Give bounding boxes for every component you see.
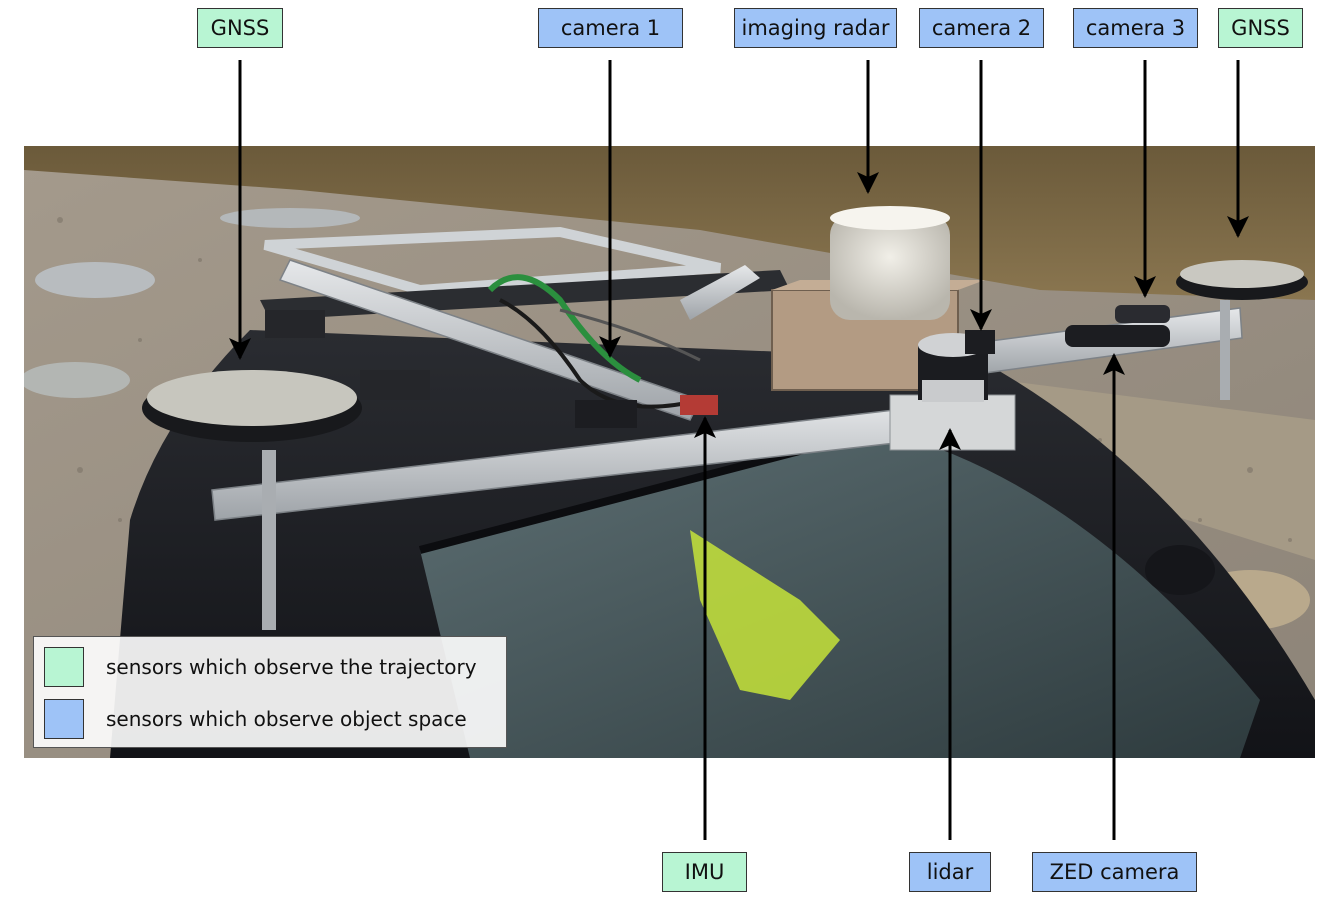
label-imu: IMU bbox=[662, 852, 747, 892]
label-camera-3: camera 3 bbox=[1073, 8, 1198, 48]
label-camera-1: camera 1 bbox=[538, 8, 683, 48]
label-gnss-right: GNSS bbox=[1218, 8, 1303, 48]
label-camera-2: camera 2 bbox=[919, 8, 1044, 48]
legend-row-object-space: sensors which observe object space bbox=[44, 698, 467, 740]
label-gnss-left: GNSS bbox=[197, 8, 283, 48]
label-zed-camera: ZED camera bbox=[1032, 852, 1197, 892]
legend-text-object-space: sensors which observe object space bbox=[106, 707, 467, 731]
legend-row-trajectory: sensors which observe the trajectory bbox=[44, 646, 477, 688]
legend-swatch-trajectory bbox=[44, 647, 84, 687]
legend-swatch-object-space bbox=[44, 699, 84, 739]
legend-text-trajectory: sensors which observe the trajectory bbox=[106, 655, 477, 679]
label-lidar: lidar bbox=[909, 852, 991, 892]
legend: sensors which observe the trajectory sen… bbox=[33, 636, 507, 748]
label-imaging-radar: imaging radar bbox=[734, 8, 897, 48]
